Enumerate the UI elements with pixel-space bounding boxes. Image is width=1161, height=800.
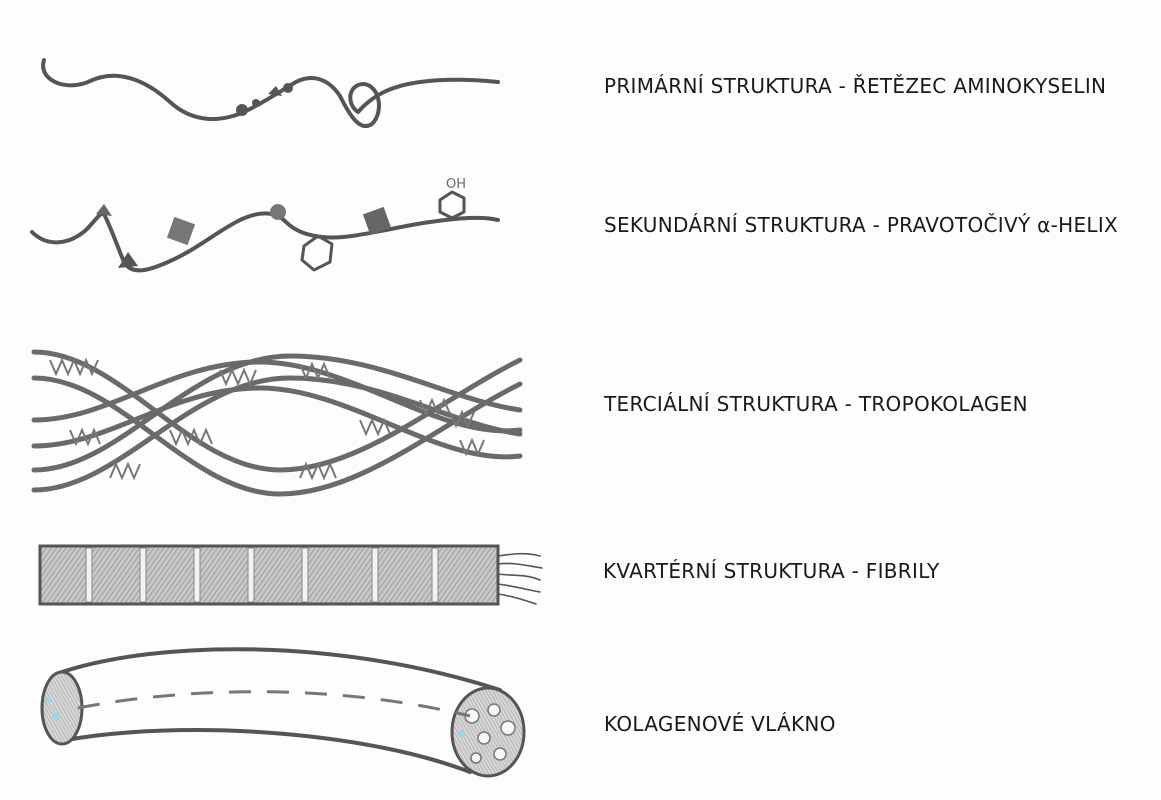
pencil-drawings: OH: [0, 0, 560, 800]
tertiary-structure-drawing: [34, 352, 520, 494]
collagen-fiber-label: KOLAGENOVÉ VLÁKNO: [604, 712, 836, 736]
collagen-fiber-drawing: [42, 649, 524, 776]
tertiary-structure-label: TERCIÁLNÍ STRUKTURA - TROPOKOLAGEN: [604, 392, 1028, 416]
quaternary-structure-drawing: [40, 546, 542, 604]
secondary-structure-drawing: OH: [32, 177, 498, 270]
secondary-structure-label: SEKUNDÁRNÍ STRUKTURA - PRAVOTOČIVÝ α-HEL…: [604, 213, 1118, 237]
quaternary-structure-label: KVARTÉRNÍ STRUKTURA - FIBRILY: [603, 559, 940, 583]
primary-structure-drawing: [43, 60, 498, 126]
hydroxyl-annotation: OH: [446, 177, 466, 192]
primary-structure-label: PRIMÁRNÍ STRUKTURA - ŘETĚZEC AMINOKYSELI…: [604, 74, 1106, 98]
